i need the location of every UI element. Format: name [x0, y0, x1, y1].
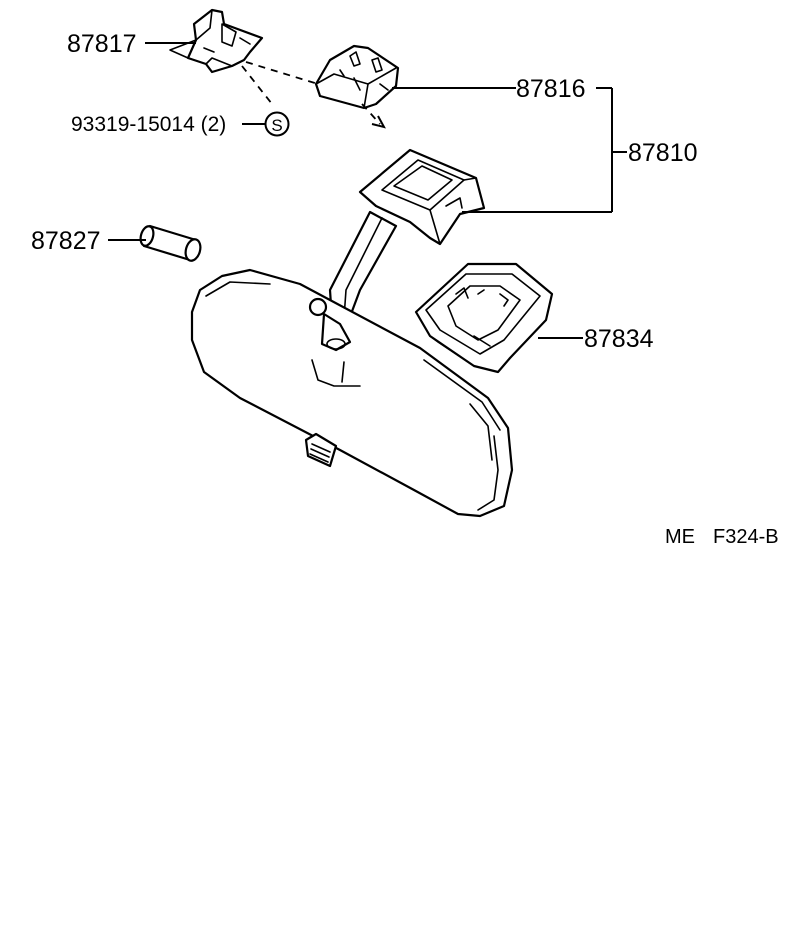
guide-arrow-head [371, 115, 386, 129]
bolt-symbol-letter: S [271, 116, 282, 135]
part-label-stopper: 87827 [31, 227, 101, 255]
guide-line [241, 65, 273, 105]
part-label-bolt: 93319-15014 (2) [71, 113, 226, 136]
bolt-symbol-circle [264, 111, 290, 137]
diagram-code-left: ME [665, 526, 695, 548]
part-label-clip: 87817 [67, 30, 137, 58]
diagram-code-right: F324-B [713, 526, 779, 548]
mirror-assembly-part[interactable] [190, 148, 514, 518]
cover-part[interactable] [314, 44, 400, 110]
holder-cover-part[interactable] [414, 262, 554, 374]
part-label-holder: 87834 [584, 325, 654, 353]
part-label-assembly: 87810 [628, 139, 698, 167]
guide-line [245, 61, 319, 85]
part-label-cover: 87816 [516, 75, 586, 103]
mounting-clip-part[interactable] [169, 8, 264, 74]
guide-line [361, 103, 381, 125]
stopper-part[interactable] [138, 224, 202, 263]
